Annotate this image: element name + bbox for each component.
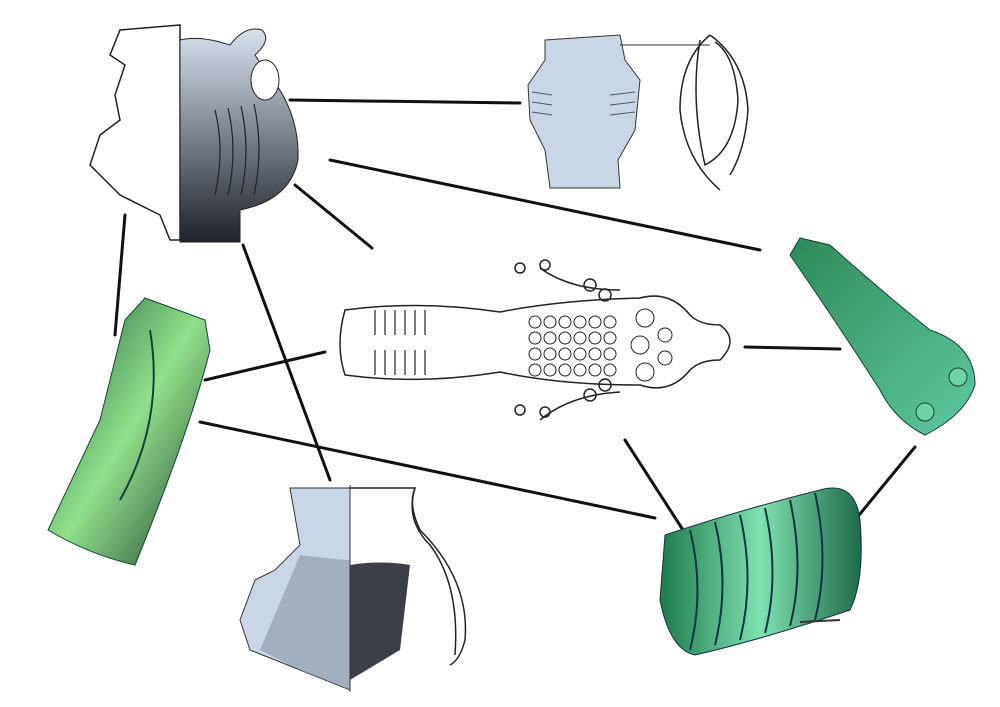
link-pot-to-burial [293,183,374,250]
handled-pot-drawing [89,24,299,243]
burial-figure-drawing [339,259,731,421]
leg-rings [374,310,426,375]
link-left-axe-to-bracelet [198,420,657,520]
link-burial-to-right-axe [743,345,842,351]
bronze-bracelet-drawing [659,487,862,656]
bottom-pot-drawing [239,485,467,692]
link-pot-to-right-axe [328,158,762,252]
link-right-axe-to-bracelet [853,445,917,522]
scale-bar [799,619,841,623]
link-pot-to-left-axe [113,213,127,337]
link-pot-to-fragment [288,98,522,105]
pot-fragment-drawing [527,34,749,191]
bronze-axe-left-drawing [47,297,211,566]
link-burial-to-bracelet [623,438,685,532]
arm-spirals [514,259,612,418]
link-left-axe-to-burial [203,350,327,382]
connections [113,98,917,532]
bronze-discs-grid [528,308,673,382]
bronze-axe-right-drawing [789,237,976,436]
